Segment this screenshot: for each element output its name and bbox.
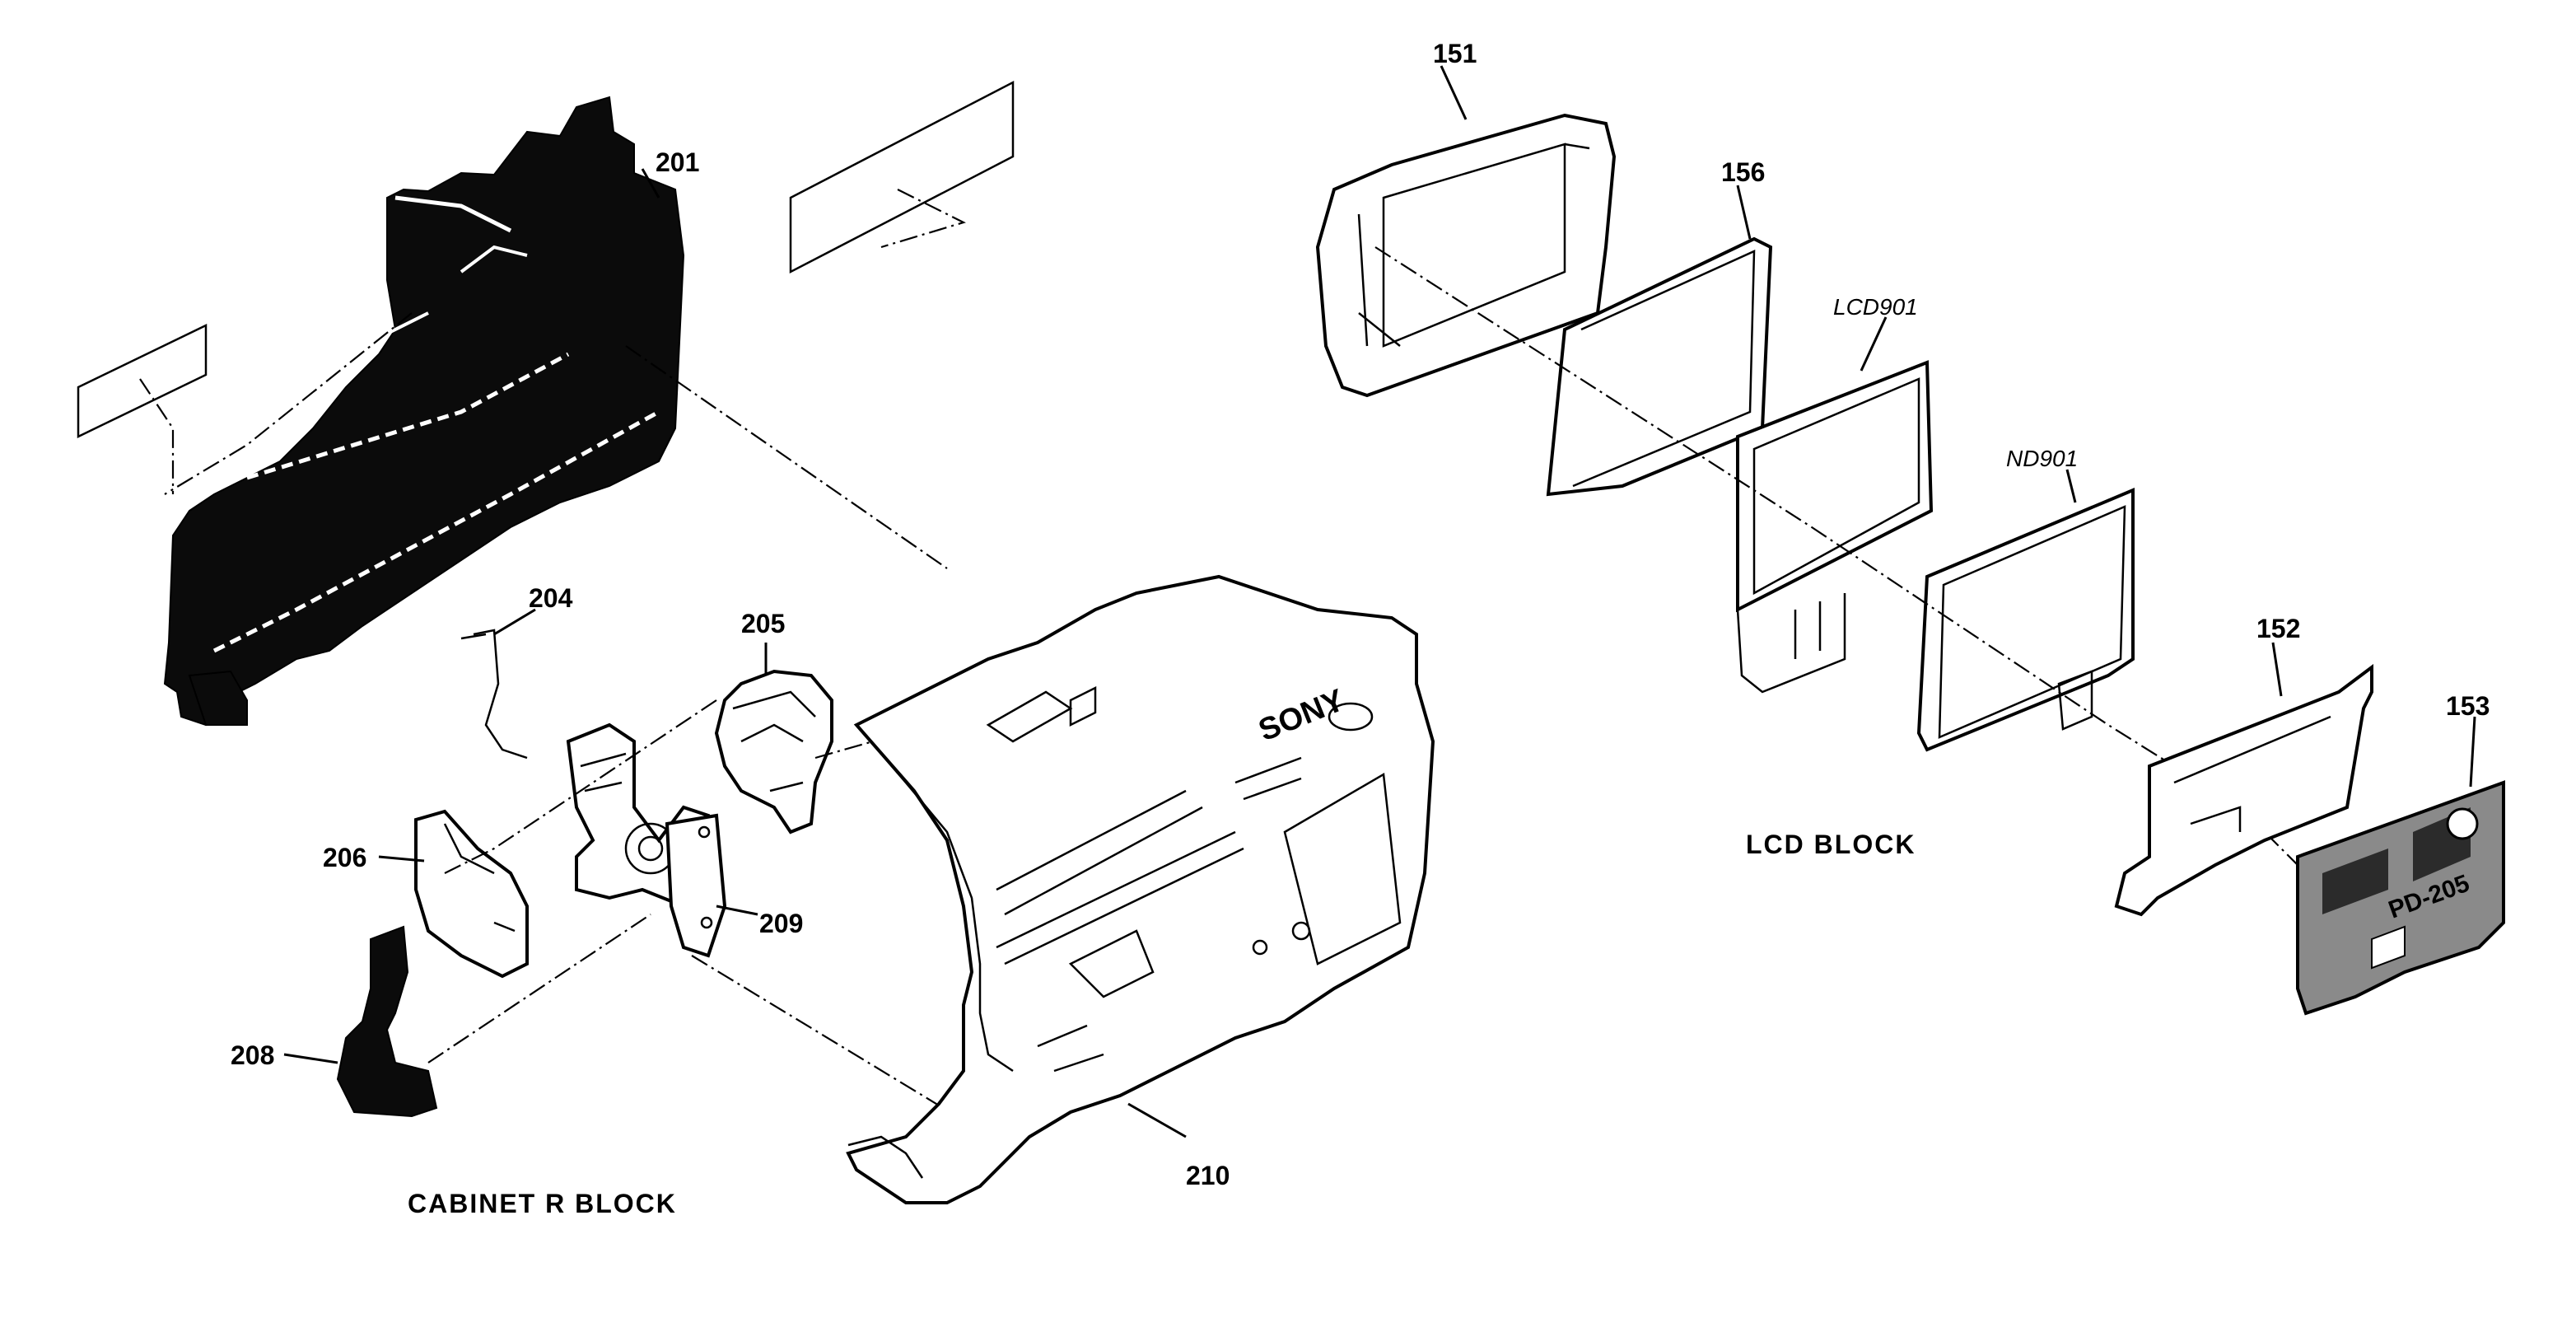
label-sheet-large xyxy=(789,80,1015,274)
part-206-cover xyxy=(414,809,529,979)
part-label-lcd901: LCD901 xyxy=(1833,294,1918,320)
part-204-cable xyxy=(460,629,528,760)
part-205-bracket xyxy=(714,669,833,834)
part-label-nd901: ND901 xyxy=(2006,446,2078,471)
part-151-lcd-frame xyxy=(1315,113,1617,398)
block-title-lcd: LCD BLOCK xyxy=(1746,830,1916,859)
hinge-assembly xyxy=(566,722,727,958)
part-label-210: 210 xyxy=(1186,1161,1230,1190)
part-label-153: 153 xyxy=(2446,691,2490,721)
part-label-201: 201 xyxy=(656,147,699,177)
part-201-sheet xyxy=(163,96,948,727)
part-156-sheet xyxy=(1546,236,1773,497)
label-sheet-small xyxy=(77,324,208,494)
part-152-bracket xyxy=(2114,664,2373,917)
block-title-cabinet-r: CABINET R BLOCK xyxy=(408,1189,677,1218)
part-label-208: 208 xyxy=(231,1040,274,1070)
part-label-156: 156 xyxy=(1721,157,1765,187)
part-label-152: 152 xyxy=(2256,614,2300,643)
part-label-209: 209 xyxy=(759,909,803,938)
part-lcd901-panel xyxy=(1736,360,1934,694)
part-label-205: 205 xyxy=(741,609,785,638)
part-208-bracket xyxy=(336,925,438,1118)
part-153-board xyxy=(2296,780,2505,1016)
part-label-206: 206 xyxy=(323,843,366,872)
part-nd901-backlight xyxy=(1916,487,2135,752)
part-label-151: 151 xyxy=(1433,39,1477,68)
part-label-204: 204 xyxy=(529,583,573,613)
part-210-cabinet xyxy=(846,574,1435,1204)
